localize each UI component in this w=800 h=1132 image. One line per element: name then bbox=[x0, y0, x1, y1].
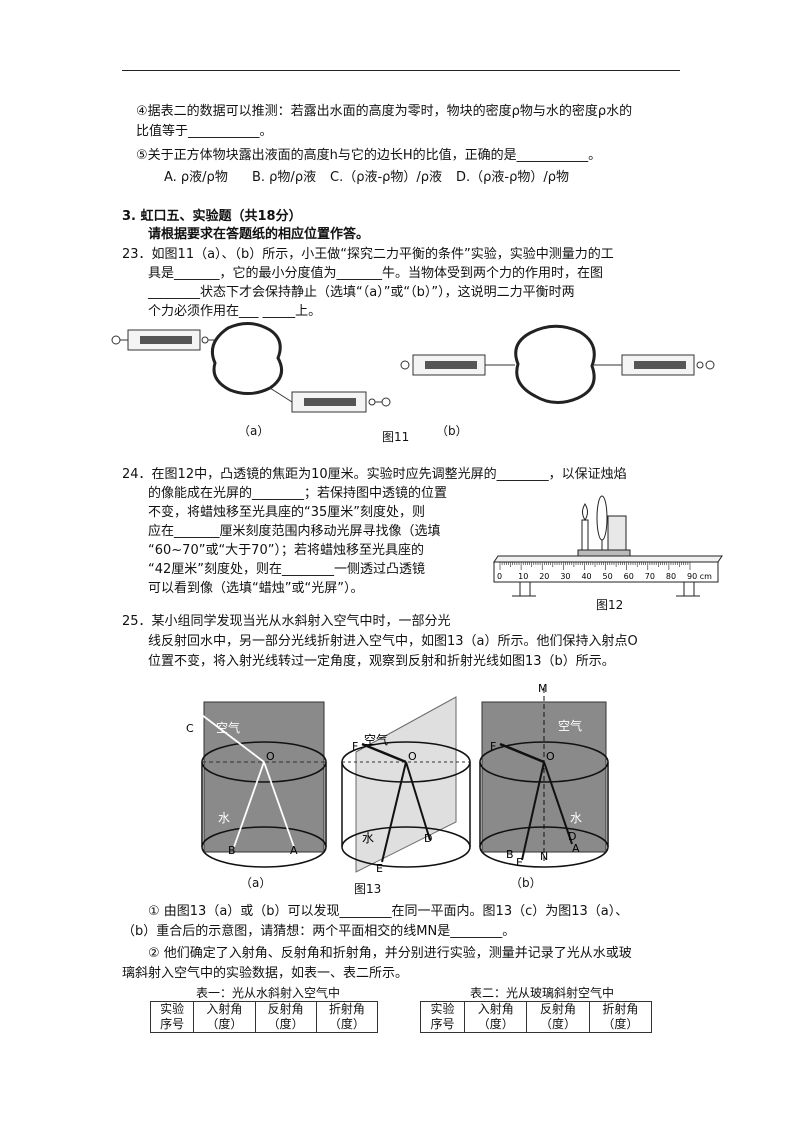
q25-line2: 线反射回水中，另一部分光线折射进入空气中，如图13（a）所示。他们保持入射点O bbox=[148, 634, 638, 649]
fig13b-label-a: A bbox=[572, 842, 580, 855]
q4-line1: ④据表二的数据可以推测：若露出水面的高度为零时，物块的密度ρ物与水的密度ρ水的 bbox=[136, 104, 633, 119]
fig13mid-label-water: 水 bbox=[362, 831, 374, 845]
t1-h0: 实验序号 bbox=[149, 1001, 195, 1033]
ruler-label: 80 bbox=[666, 572, 676, 581]
t1-h3: 折射角（度） bbox=[315, 1001, 379, 1033]
fig13a-label-air: 空气 bbox=[216, 720, 240, 735]
q25-after4: 璃斜射入空气中的实验数据，如表一、表二所示。 bbox=[122, 966, 409, 981]
q23-line2: 具是_______，它的最小分度值为_______牛。当物体受到两个力的作用时，… bbox=[148, 266, 604, 281]
fig13b-label-b: B bbox=[506, 848, 514, 861]
fig13b-label-e: E bbox=[516, 856, 523, 869]
fig13a-label-b: B bbox=[228, 844, 236, 857]
fig13-caption-b: （b） bbox=[510, 876, 542, 890]
bench-front bbox=[493, 561, 719, 583]
fig13b-label-water: 水 bbox=[570, 811, 582, 825]
t2-h3: 折射角（度） bbox=[588, 1001, 653, 1033]
ruler-label: 10 bbox=[518, 572, 528, 581]
spring-scale-b-left bbox=[400, 354, 515, 376]
fig13b-label-m: M bbox=[538, 682, 548, 695]
q24-line1: 24．在图12中，凸透镜的焦距为10厘米。实验时应先调整光屏的________，… bbox=[122, 467, 627, 482]
spring-scale-b-right bbox=[594, 354, 715, 376]
q5-option-d: D.（ρ液-ρ物）/ρ物 bbox=[456, 170, 569, 185]
q25-after1: ① 由图13（a）或（b）可以发现________在同一平面内。图13（c）为图… bbox=[148, 904, 629, 919]
fig13-title: 图13 bbox=[354, 882, 382, 896]
fig13a-label-o: O bbox=[266, 750, 275, 763]
ruler-label: 40 bbox=[581, 572, 591, 581]
fig13b-label-n: N bbox=[540, 850, 548, 863]
fig11-caption-b: （b） bbox=[436, 424, 468, 438]
fig13-caption-a: （a） bbox=[240, 876, 272, 890]
t1-h1: 入射角（度） bbox=[193, 1001, 256, 1033]
fig11-caption-a: （a） bbox=[238, 424, 270, 438]
ruler-label: 90 cm bbox=[687, 572, 712, 581]
fig11-title: 图11 bbox=[382, 430, 410, 444]
ruler-label: 30 bbox=[560, 572, 570, 581]
fig13a-label-c: C bbox=[186, 722, 194, 735]
fig13b-label-o: O bbox=[546, 750, 555, 763]
q23-line3: ________状态下才会保持静止（选填“（a）”或“（b）”），这说明二力平衡… bbox=[148, 285, 575, 300]
q24-line2: 的像能成在光屏的________；若保持图中透镜的位置 bbox=[148, 486, 448, 501]
figure-11-drawing bbox=[111, 322, 715, 413]
bench-ruler-ticks bbox=[499, 562, 691, 570]
ruler-label: 0 bbox=[497, 572, 502, 581]
q23-line1: 23．如图11（a）、（b）所示，小王做“探究二力平衡的条件”实验，实验中测量力… bbox=[122, 247, 614, 262]
q24-line7: 可以看到像（选填“蜡烛”或“光屏”）。 bbox=[148, 581, 364, 596]
spring-scale-a-right bbox=[291, 391, 391, 413]
q25-line3: 位置不变，将入射光线转过一定角度，观察到反射和折射光线如图13（b）所示。 bbox=[148, 654, 615, 669]
fig13mid-label-e: E bbox=[376, 862, 383, 875]
q5-option-b: B. ρ物/ρ液 bbox=[252, 170, 317, 185]
t2-h0: 实验序号 bbox=[419, 1001, 466, 1033]
bench-ruler-labels: 0 10 20 30 40 50 60 70 80 90 cm bbox=[497, 572, 712, 581]
fig12-title: 图12 bbox=[596, 598, 624, 612]
fig13mid-label-o: O bbox=[408, 750, 417, 763]
table2-title: 表二：光从玻璃斜射空气中 bbox=[470, 986, 615, 1000]
figure-13-drawing: C 空气 O 水 B A 空气 F O 水 D E M 空气 F O 水 D A… bbox=[186, 682, 609, 875]
top-rule bbox=[122, 70, 680, 71]
t2-h2: 反射角（度） bbox=[526, 1001, 590, 1033]
table1-title: 表一：光从水斜射入空气中 bbox=[196, 986, 341, 1000]
spring-scale-a-left bbox=[111, 329, 228, 351]
q25-after2: （b）重合后的示意图，请猜想：两个平面相交的线MN是________。 bbox=[122, 924, 516, 939]
q24-line5: “60~70”或“大于70”）；若将蜡烛移至光具座的 bbox=[148, 543, 424, 558]
fig13b-label-d: D bbox=[568, 830, 576, 843]
q24-line3: 不变，将蜡烛移至光具座的“35厘米”刻度处，则 bbox=[148, 505, 426, 520]
section-note: 请根据要求在答题纸的相应位置作答。 bbox=[148, 227, 370, 242]
q5-line: ⑤关于正方体物块露出液面的高度h与它的边长H的比值，正确的是__________… bbox=[136, 148, 602, 163]
fig13a bbox=[197, 701, 327, 868]
fig13b bbox=[479, 688, 609, 868]
candle-flame bbox=[582, 503, 588, 521]
q5-option-c: C.（ρ液-ρ物）/ρ液 bbox=[330, 170, 443, 185]
ruler-label: 70 bbox=[645, 572, 655, 581]
q24-line4: 应在_______厘米刻度范围内移动光屏寻找像（选填 bbox=[148, 524, 441, 539]
light-screen bbox=[607, 515, 627, 556]
table2: 实验序号 入射角（度） 反射角（度） 折射角（度） bbox=[419, 1001, 653, 1033]
fig13b-middle bbox=[341, 696, 471, 873]
table1: 实验序号 入射角（度） 反射角（度） 折射角（度） bbox=[149, 1001, 379, 1033]
fig13mid-label-f: F bbox=[352, 740, 358, 753]
figure-12-optical-bench: 0 10 20 30 40 50 60 70 80 90 cm bbox=[493, 495, 723, 597]
t2-h1: 入射角（度） bbox=[464, 1001, 528, 1033]
fig13b-label-f: F bbox=[490, 740, 496, 753]
ruler-label: 50 bbox=[603, 572, 613, 581]
q24-line6: “42厘米”刻度处，则在________一侧透过凸透镜 bbox=[148, 562, 426, 577]
q4-line2: 比值等于___________。 bbox=[136, 124, 273, 139]
convex-lens bbox=[596, 495, 608, 541]
fig13mid-label-air: 空气 bbox=[364, 732, 388, 747]
object-a bbox=[210, 322, 284, 395]
object-b bbox=[514, 324, 596, 404]
fig13a-label-water: 水 bbox=[218, 811, 230, 825]
t1-h2: 反射角（度） bbox=[254, 1001, 317, 1033]
section-heading: 3. 虹口五、实验题（共18分） bbox=[122, 209, 302, 224]
q23-line4: 个力必须作用在___ _____上。 bbox=[148, 304, 322, 319]
bench-top bbox=[493, 555, 723, 563]
ruler-label: 60 bbox=[624, 572, 634, 581]
ruler-label: 20 bbox=[539, 572, 549, 581]
q5-option-a: A. ρ液/ρ物 bbox=[164, 170, 228, 185]
q25-line1: 25．某小组同学发现当光从水斜射入空气中时，一部分光 bbox=[122, 614, 451, 629]
fig13b-label-air: 空气 bbox=[558, 718, 582, 733]
q25-after3: ② 他们确定了入射角、反射角和折射角，并分别进行实验，测量并记录了光从水或玻 bbox=[148, 946, 632, 961]
fig13a-label-a: A bbox=[290, 844, 298, 857]
fig13mid-label-d: D bbox=[424, 832, 432, 845]
